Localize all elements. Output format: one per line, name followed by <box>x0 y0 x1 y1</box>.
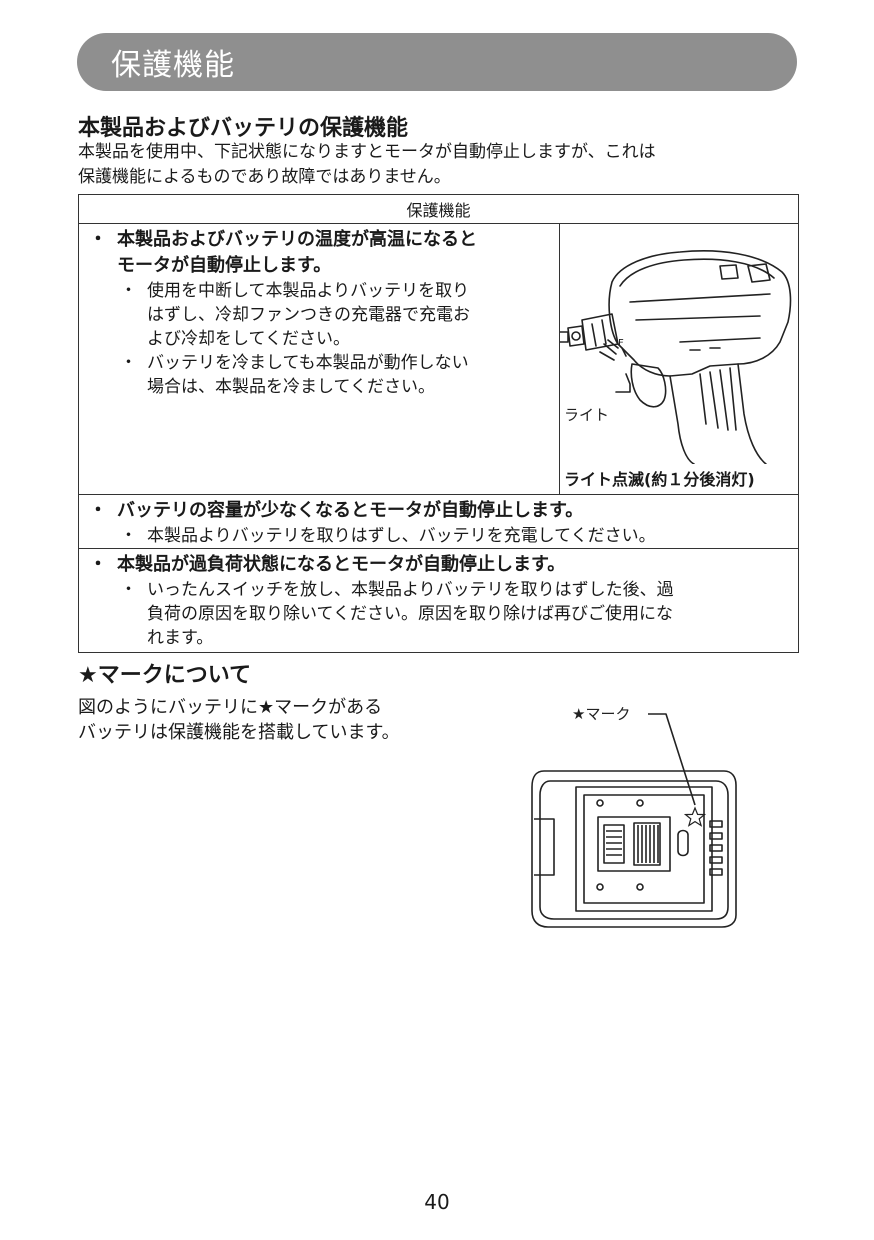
table-row-low-capacity: ・ バッテリの容量が少なくなるとモータが自動停止します。 ・ 本製品よりバッテリ… <box>77 494 800 549</box>
star-mark-line: バッテリは保護機能を搭載しています。 <box>78 722 400 743</box>
intro-line: 保護機能によるものであり故障ではありません。 <box>78 167 451 187</box>
bullet: ・ <box>89 229 107 250</box>
overheat-main-line: モータが自動停止します。 <box>117 255 332 276</box>
low-capacity-main: バッテリの容量が少なくなるとモータが自動停止します。 <box>117 500 584 521</box>
page-number: 40 <box>424 1190 450 1214</box>
protection-table: 保護機能 ・ 本製品およびバッテリの温度が高温になると モータが自動停止します。… <box>77 194 800 653</box>
overload-sub-line: れます。 <box>147 628 214 648</box>
overheat-sub-line: はずし、冷却ファンつきの充電器で充電お <box>147 305 470 325</box>
bullet: ・ <box>89 500 107 521</box>
table-header: 保護機能 <box>77 194 800 224</box>
overheat-main-line: 本製品およびバッテリの温度が高温になると <box>117 229 477 250</box>
star-mark-description: 図のようにバッテリに★マークがある バッテリは保護機能を搭載しています。 <box>78 695 400 745</box>
sub-bullet: ・ <box>120 353 137 373</box>
section-header-title: 保護機能 <box>111 48 235 83</box>
overload-sub-line: 負荷の原因を取り除いてください。原因を取り除けば再びご使用にな <box>147 604 673 624</box>
star-mark-label: ★マーク <box>572 705 630 723</box>
star-mark-line: 図のようにバッテリに★マークがある <box>78 697 383 718</box>
forward-mark: F <box>618 338 624 349</box>
overheat-sub-line: 使用を中断して本製品よりバッテリを取り <box>147 281 470 301</box>
impact-driver-illustration: F ライト <box>560 250 792 464</box>
overheat-sub-line: よび冷却をしてください。 <box>147 329 350 349</box>
light-label: ライト <box>564 406 609 424</box>
impact-driver-illustration-cell: F ライト <box>558 223 800 495</box>
table-row-overload: ・ 本製品が過負荷状態になるとモータが自動停止します。 ・ いったんスイッチを放… <box>77 548 800 653</box>
overload-main: 本製品が過負荷状態になるとモータが自動停止します。 <box>117 554 566 575</box>
sub-bullet: ・ <box>120 526 137 546</box>
low-capacity-sub: 本製品よりバッテリを取りはずし、バッテリを充電してください。 <box>147 526 656 546</box>
star-mark-section-title: ★マークについて <box>78 663 252 688</box>
overheat-sub-line: バッテリを冷ましても本製品が動作しない <box>147 353 469 373</box>
protection-section-title: 本製品およびバッテリの保護機能 <box>78 116 409 141</box>
protection-intro: 本製品を使用中、下記状態になりますとモータが自動停止しますが、これは 保護機能に… <box>78 140 808 190</box>
light-caption: ライト点滅(約１分後消灯) <box>564 470 755 489</box>
sub-bullet: ・ <box>120 580 137 600</box>
intro-line: 本製品を使用中、下記状態になりますとモータが自動停止しますが、これは <box>78 142 656 162</box>
sub-bullet: ・ <box>120 281 137 301</box>
battery-illustration: ★マーク <box>531 705 737 928</box>
table-row-overheat: ・ 本製品およびバッテリの温度が高温になると モータが自動停止します。 ・ 使用… <box>78 223 560 495</box>
overload-sub-line: いったんスイッチを放し、本製品よりバッテリを取りはずした後、過 <box>147 580 674 600</box>
bullet: ・ <box>89 554 107 575</box>
overheat-sub-line: 場合は、本製品を冷ましてください。 <box>147 377 435 397</box>
section-header-bar: 保護機能 <box>77 33 797 91</box>
star-icon <box>683 806 707 827</box>
